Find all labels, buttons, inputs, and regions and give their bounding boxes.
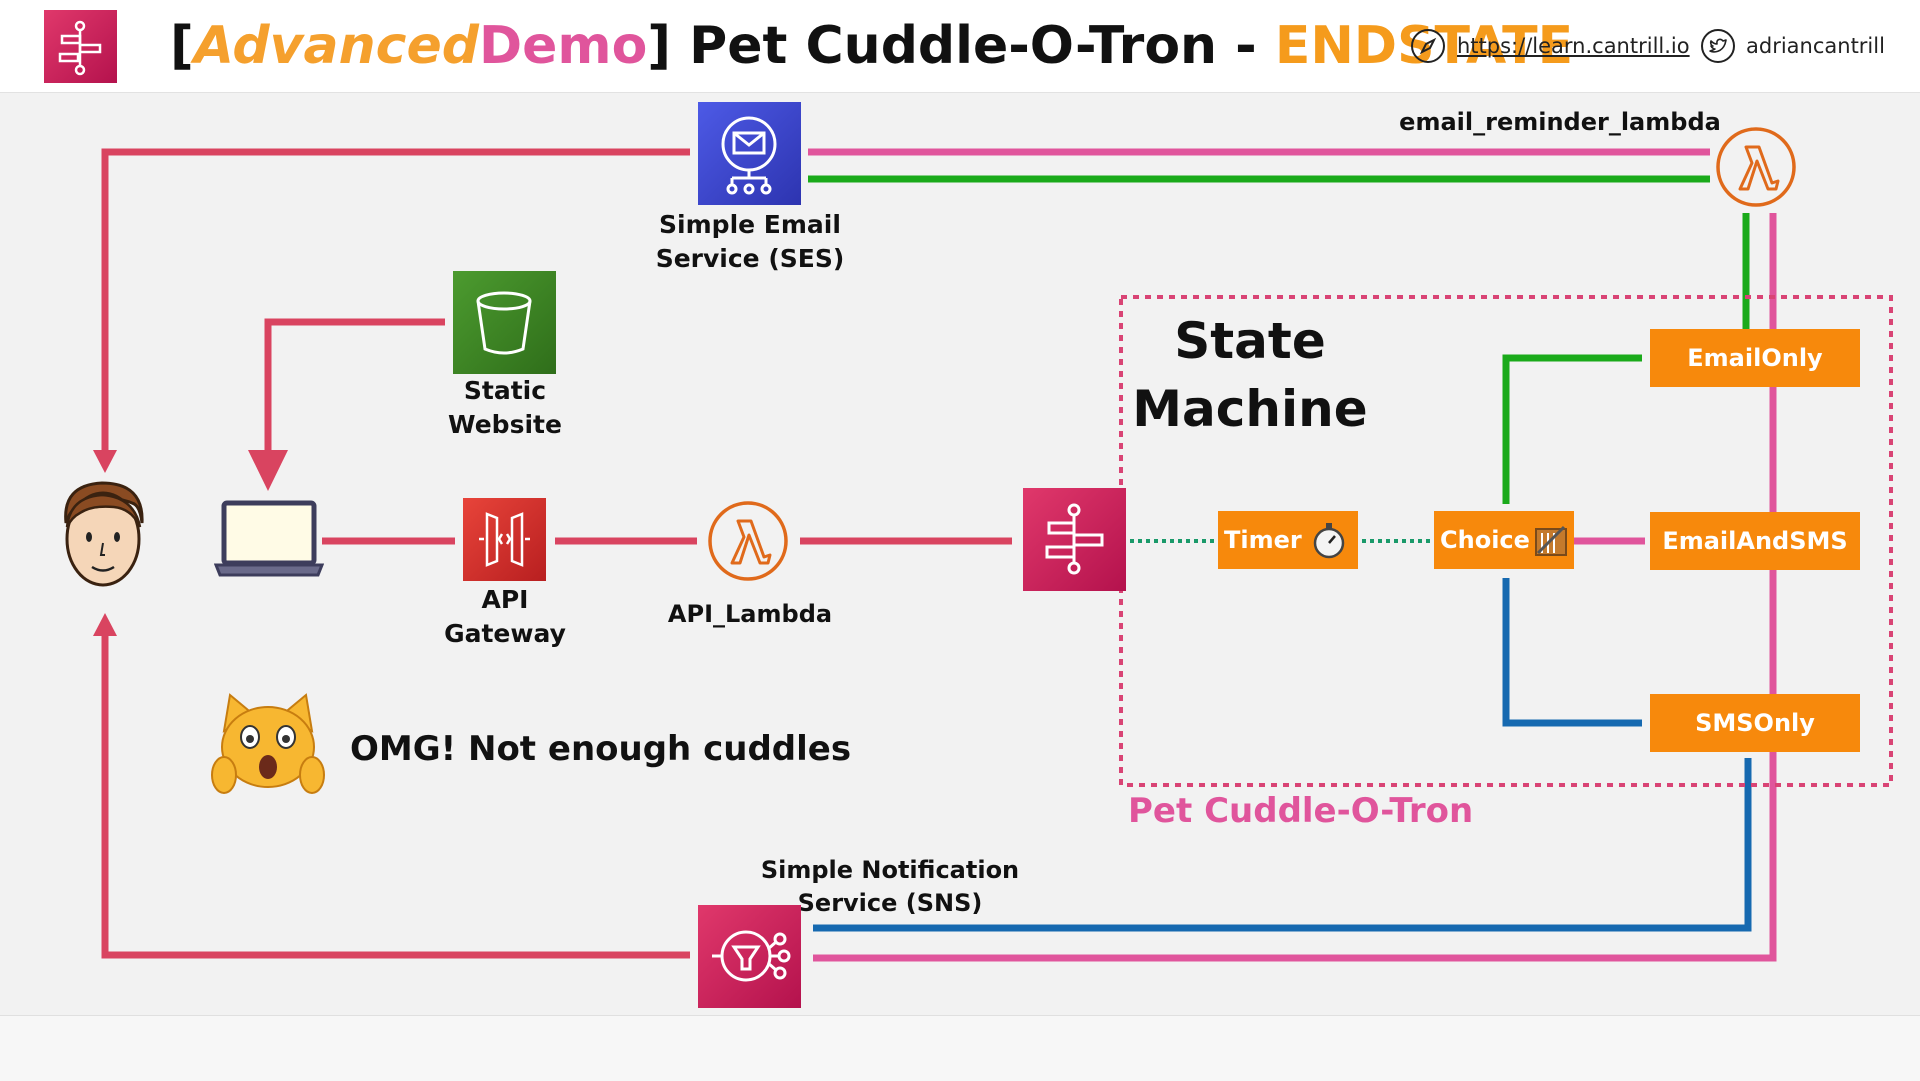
choice-to-smsonly-line <box>1502 578 1642 727</box>
title-bracket-open: [ <box>170 16 194 76</box>
smsonly-state: SMSOnly <box>1650 694 1860 752</box>
ses-label: Simple Email Service (SES) <box>650 208 850 276</box>
ses-icon <box>721 116 777 195</box>
diagram-canvas: Simple Email Service (SES) email_reminde… <box>0 93 1920 1015</box>
laptop-icon <box>214 500 324 577</box>
footer-bar <box>0 1015 1920 1081</box>
pet-cuddle-o-tron-label: Pet Cuddle-O-Tron <box>1128 791 1474 831</box>
api-gateway-label: API Gateway <box>405 583 605 651</box>
ses-label-line1: Simple Email <box>659 210 841 239</box>
smsonly-to-sns-line <box>813 758 1752 932</box>
cat-emoji-icon <box>211 693 325 794</box>
step-functions-service-tile <box>1023 488 1126 591</box>
website-link[interactable]: https://learn.cantrill.io <box>1457 34 1690 58</box>
choice-to-emailonly-line <box>1502 354 1642 504</box>
choice-icon <box>1535 525 1567 556</box>
ses-label-line2: Service (SES) <box>655 244 845 273</box>
emailonly-state: EmailOnly <box>1650 329 1860 387</box>
title-demo: Demo <box>478 16 648 76</box>
cat-caption: OMG! Not enough cuddles <box>350 729 852 769</box>
api-gateway-label-line1: API <box>481 585 529 614</box>
title-advanced: Advanced <box>193 16 479 76</box>
sns-label: Simple Notification Service (SNS) <box>760 854 1020 920</box>
twitter-handle[interactable]: adriancantrill <box>1746 34 1885 58</box>
page-title: [AdvancedDemo] Pet Cuddle-O-Tron - ENDST… <box>170 14 1573 78</box>
email-reminder-lambda-label: email_reminder_lambda <box>1399 108 1721 136</box>
s3-bucket-icon <box>476 291 532 355</box>
state-machine-title-line1: State <box>1174 312 1326 370</box>
twitter-icon <box>1701 29 1735 63</box>
s3-to-laptop-line <box>264 318 445 453</box>
step-functions-logo-icon <box>44 10 117 83</box>
choice-state: Choice <box>1434 511 1574 569</box>
title-main: Pet Cuddle-O-Tron - <box>671 16 1275 76</box>
user-face-icon <box>64 481 144 587</box>
api-gateway-label-line2: Gateway <box>444 619 566 648</box>
emailandsms-state: EmailAndSMS <box>1650 512 1860 570</box>
api-gateway-icon <box>479 512 530 567</box>
sns-label-line2: Service (SNS) <box>797 889 983 917</box>
arrow-ses-to-user <box>93 450 117 473</box>
sns-to-user-line <box>101 633 690 959</box>
step-functions-icon <box>1045 503 1104 575</box>
s3-label-line1: Static <box>463 376 547 405</box>
s3-service-tile <box>453 271 556 374</box>
api-lambda-label: API_Lambda <box>667 600 833 628</box>
state-machine-title: State Machine <box>1130 307 1370 443</box>
ses-to-user-line <box>101 148 690 453</box>
ses-service-tile <box>698 102 801 205</box>
s3-label: Static Website <box>405 374 605 442</box>
choice-state-label: Choice <box>1440 526 1530 554</box>
lambda-icon <box>708 501 788 581</box>
arrow-sns-to-user <box>93 613 117 636</box>
state-machine-title-line2: Machine <box>1132 380 1368 438</box>
sns-icon <box>712 930 791 982</box>
api-gateway-service-tile <box>463 498 546 581</box>
title-bracket-close: ] <box>647 16 672 76</box>
s3-label-line2: Website <box>448 410 562 439</box>
workflow-icon <box>58 20 102 76</box>
sns-label-line1: Simple Notification <box>760 856 1020 884</box>
sns-service-tile <box>698 905 801 1008</box>
arrow-s3-to-laptop <box>248 450 288 491</box>
stopwatch-icon <box>1313 523 1345 559</box>
email-lambda-to-sns-pink-line <box>813 213 1777 962</box>
lambda-icon <box>1716 127 1796 207</box>
timer-state-label: Timer <box>1224 526 1302 554</box>
header-bar: [AdvancedDemo] Pet Cuddle-O-Tron - ENDST… <box>0 0 1920 93</box>
compass-icon <box>1411 29 1445 63</box>
timer-state: Timer <box>1218 511 1358 569</box>
